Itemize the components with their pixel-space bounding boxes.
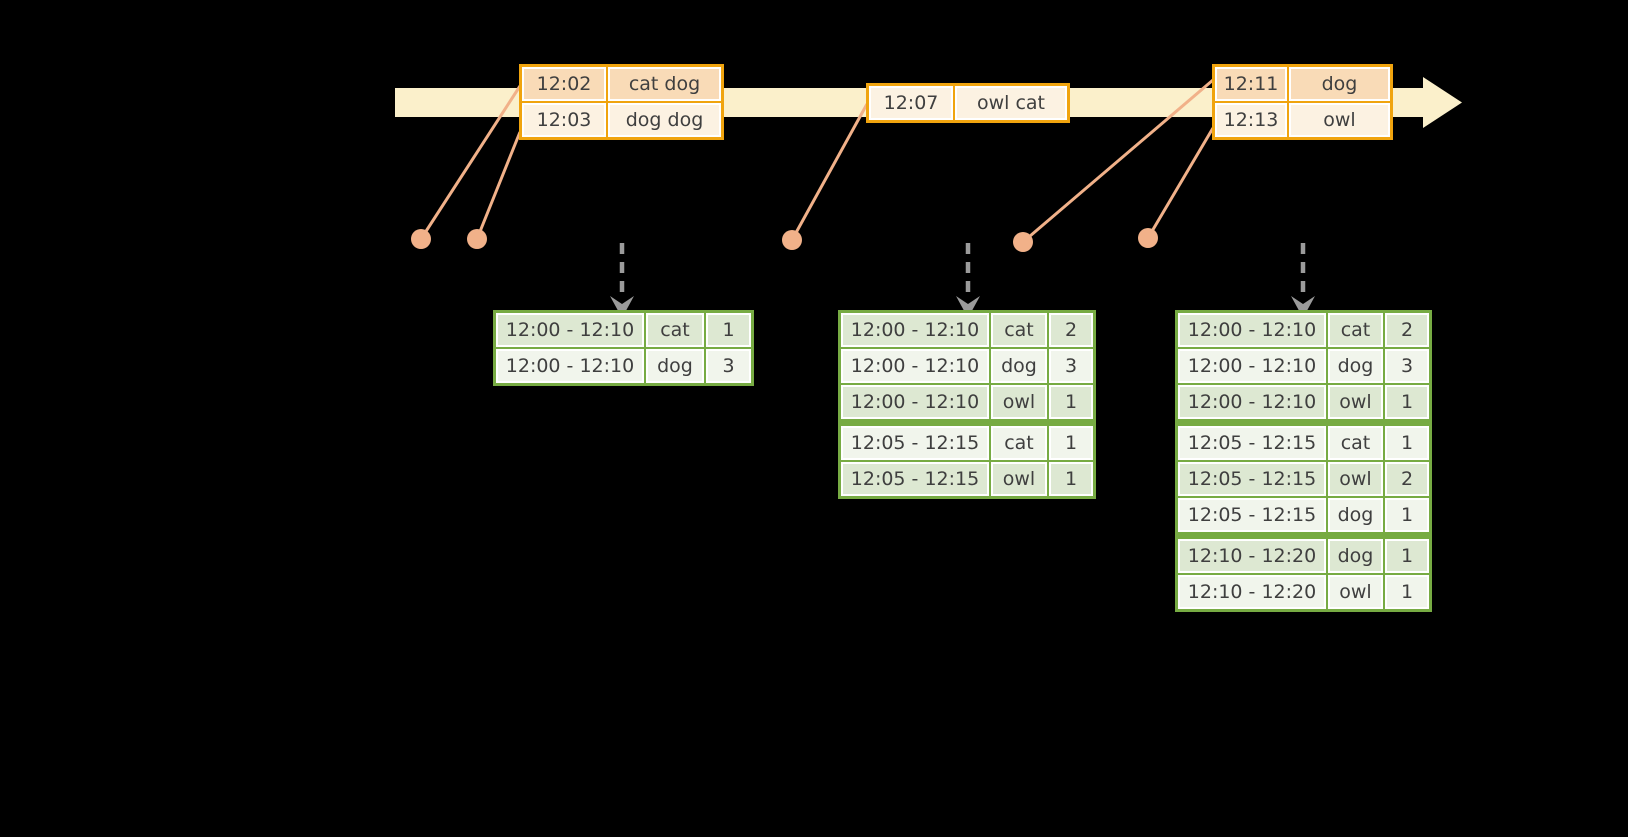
words-cell: dog xyxy=(1289,67,1390,101)
count-cell: 1 xyxy=(706,313,751,347)
window-cell: 12:00 - 12:10 xyxy=(1178,385,1326,419)
event-dot xyxy=(1138,228,1158,248)
word-cell: cat xyxy=(1328,313,1383,347)
event-dot xyxy=(467,229,487,249)
time-cell: 12:11 xyxy=(1215,67,1287,101)
time-cell: 12:07 xyxy=(869,86,953,120)
time-cell: 12:02 xyxy=(522,67,606,101)
word-cell: owl xyxy=(1328,385,1383,419)
window-cell: 12:00 - 12:10 xyxy=(496,349,644,383)
words-cell: cat dog xyxy=(608,67,721,101)
trigger-arrowhead-icon xyxy=(1291,296,1315,318)
word-cell: owl xyxy=(1328,462,1383,496)
word-cell: cat xyxy=(991,426,1047,460)
count-cell: 1 xyxy=(1049,385,1093,419)
count-cell: 3 xyxy=(1385,349,1429,383)
window-group-separator xyxy=(1178,534,1429,537)
words-cell: dog dog xyxy=(608,103,721,137)
count-cell: 1 xyxy=(1385,498,1429,532)
count-cell: 1 xyxy=(1049,426,1093,460)
word-cell: dog xyxy=(1328,498,1383,532)
word-cell: owl xyxy=(1328,575,1383,609)
word-cell: owl xyxy=(991,462,1047,496)
count-cell: 2 xyxy=(1385,462,1429,496)
count-cell: 1 xyxy=(1385,426,1429,460)
count-cell: 1 xyxy=(1385,575,1429,609)
word-cell: owl xyxy=(991,385,1047,419)
word-cell: cat xyxy=(1328,426,1383,460)
timeline-arrowhead-icon xyxy=(1423,77,1462,128)
trigger-arrowhead-icon xyxy=(610,296,634,318)
window-cell: 12:05 - 12:15 xyxy=(1178,498,1326,532)
window-cell: 12:05 - 12:15 xyxy=(1178,462,1326,496)
count-cell: 3 xyxy=(1049,349,1093,383)
window-group-separator xyxy=(841,421,1093,424)
event-connector-line xyxy=(1146,127,1215,239)
time-cell: 12:13 xyxy=(1215,103,1287,137)
window-cell: 12:05 - 12:15 xyxy=(1178,426,1326,460)
event-dot xyxy=(782,230,802,250)
window-cell: 12:00 - 12:10 xyxy=(1178,349,1326,383)
count-cell: 1 xyxy=(1049,462,1093,496)
window-cell: 12:00 - 12:10 xyxy=(496,313,644,347)
window-cell: 12:00 - 12:10 xyxy=(841,349,989,383)
event-connector-line xyxy=(419,85,522,240)
word-cell: dog xyxy=(646,349,704,383)
word-cell: dog xyxy=(1328,539,1383,573)
window-cell: 12:05 - 12:15 xyxy=(841,462,989,496)
window-group-separator xyxy=(1178,421,1429,424)
count-cell: 1 xyxy=(1385,385,1429,419)
word-cell: cat xyxy=(991,313,1047,347)
time-cell: 12:03 xyxy=(522,103,606,137)
window-cell: 12:10 - 12:20 xyxy=(1178,539,1326,573)
window-cell: 12:05 - 12:15 xyxy=(841,426,989,460)
window-cell: 12:10 - 12:20 xyxy=(1178,575,1326,609)
event-connector-line xyxy=(790,103,869,241)
count-cell: 1 xyxy=(1385,539,1429,573)
window-cell: 12:00 - 12:10 xyxy=(1178,313,1326,347)
window-cell: 12:00 - 12:10 xyxy=(841,385,989,419)
count-cell: 2 xyxy=(1385,313,1429,347)
word-cell: dog xyxy=(991,349,1047,383)
window-cell: 12:00 - 12:10 xyxy=(841,313,989,347)
event-dot xyxy=(411,229,431,249)
word-cell: dog xyxy=(1328,349,1383,383)
event-connector-line xyxy=(1022,78,1214,244)
event-dot xyxy=(1013,232,1033,252)
count-cell: 2 xyxy=(1049,313,1093,347)
trigger-arrowhead-icon xyxy=(956,296,980,318)
words-cell: owl xyxy=(1289,103,1390,137)
event-connector-line xyxy=(475,131,522,240)
count-cell: 3 xyxy=(706,349,751,383)
words-cell: owl cat xyxy=(955,86,1067,120)
word-cell: cat xyxy=(646,313,704,347)
